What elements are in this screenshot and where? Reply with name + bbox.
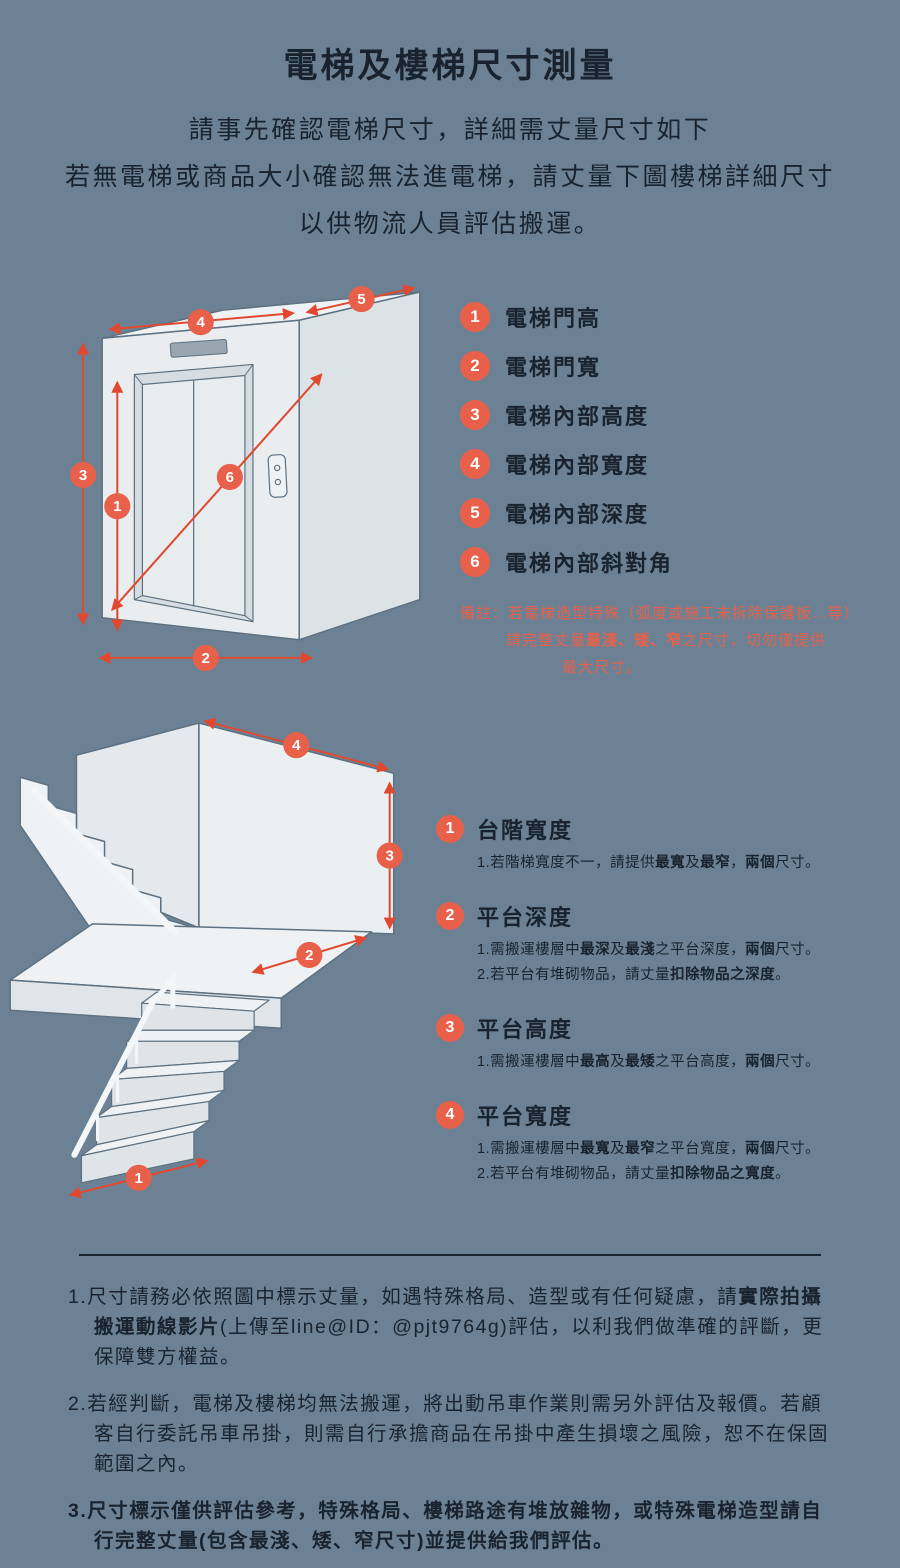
legend-label: 電梯內部寬度 xyxy=(505,452,650,478)
svg-text:4: 4 xyxy=(292,737,301,754)
intro-text: 請事先確認電梯尺寸，詳細需丈量尺寸如下 若無電梯或商品大小確認無法進電梯，請丈量… xyxy=(0,107,900,248)
intro-line-2: 若無電梯或商品大小確認無法進電梯，請丈量下圖樓梯詳細尺寸 xyxy=(64,163,835,191)
elevator-button-panel xyxy=(267,454,288,498)
figure-marker-1: 1 xyxy=(104,493,131,520)
note-line: 請完整丈量最淺、矮、窄之尺寸，切勿僅提供 xyxy=(506,632,827,649)
legend-head: 1 台階寬度 xyxy=(436,813,892,845)
svg-text:3: 3 xyxy=(79,467,87,484)
intro-line-1: 請事先確認電梯尺寸，詳細需丈量尺寸如下 xyxy=(188,116,712,144)
elevator-legend: 1 電梯門高 2 電梯門寬 3 電梯內部高度 4 電梯內部寬度 5 電梯內部深度… xyxy=(460,292,892,681)
figure-marker-2: 2 xyxy=(296,941,323,969)
svg-text:6: 6 xyxy=(226,469,234,486)
figure-marker-4: 4 xyxy=(283,732,310,759)
stairs-legend-item-step-width: 1 台階寬度 1.若階梯寬度不一，請提供最寬及最窄，兩個尺寸。 xyxy=(436,813,892,876)
elevator-legend-item-internal-depth: 5 電梯內部深度 xyxy=(460,488,892,537)
footnote-3: 3.尺寸標示僅供評估參考，特殊格局、樓梯路途有堆放雜物，或特殊電梯造型請自行完整… xyxy=(68,1500,823,1552)
elevator-note: 備註：若電梯造型特殊（弧度或施工未拆除保護板...等） 請完整丈量最淺、矮、窄之… xyxy=(460,600,892,681)
figure-marker-6: 6 xyxy=(216,463,243,491)
svg-text:5: 5 xyxy=(357,291,365,308)
measure-line-diagonal xyxy=(111,373,323,612)
intro-line-3: 以供物流人員評估搬運。 xyxy=(298,210,602,238)
note-line: 備註：若電梯造型特殊（弧度或施工未拆除保護板...等） xyxy=(460,605,860,622)
staircase-illustration: 1 2 3 4 xyxy=(6,707,433,1214)
legend-number-badge: 4 xyxy=(460,448,490,479)
legend-sub-note: 2.若平台有堆砌物品，請丈量扣除物品之寬度。 xyxy=(477,1166,791,1182)
legend-number-badge: 2 xyxy=(460,350,490,381)
legend-sub-note: 1.若階梯寬度不一，請提供最寬及最窄，兩個尺寸。 xyxy=(477,855,821,871)
svg-text:3: 3 xyxy=(385,848,393,865)
legend-sub-note: 1.需搬運樓層中最寬及最窄之平台寬度，兩個尺寸。 xyxy=(477,1141,821,1157)
figure-marker-4: 4 xyxy=(187,309,214,336)
svg-text:1: 1 xyxy=(134,1170,142,1187)
stairs-section: 1 2 3 4 xyxy=(0,707,900,1232)
legend-title: 平台高度 xyxy=(477,1017,574,1042)
svg-text:2: 2 xyxy=(305,947,313,964)
legend-number-badge: 4 xyxy=(436,1101,464,1129)
footnote-2: 2.若經判斷，電梯及樓梯均無法搬運，將出動吊車作業則需另外評估及報價。若顧客自行… xyxy=(68,1393,830,1475)
elevator-display-panel xyxy=(169,339,228,358)
lower-stair-flight xyxy=(80,991,270,1184)
elevator-legend-item-internal-height: 3 電梯內部高度 xyxy=(460,390,892,439)
elevator-diagram: 1 2 3 4 5 xyxy=(70,284,421,671)
stairs-legend-item-platform-depth: 2 平台深度 1.需搬運樓層中最深及最淺之平台深度，兩個尺寸。 2.若平台有堆砌… xyxy=(436,900,892,988)
elevator-illustration: 1 2 3 4 5 xyxy=(70,278,452,680)
legend-head: 2 平台深度 xyxy=(436,900,892,932)
legend-title: 平台寬度 xyxy=(477,1104,574,1129)
legend-number-badge: 6 xyxy=(460,546,490,577)
legend-title: 台階寬度 xyxy=(477,818,574,843)
legend-title: 平台深度 xyxy=(477,905,574,930)
legend-number-badge: 1 xyxy=(436,815,464,843)
handrail xyxy=(30,787,179,1158)
staircase-structure xyxy=(9,722,395,1184)
figure-marker-3: 3 xyxy=(70,461,97,489)
legend-label: 電梯門高 xyxy=(505,305,602,331)
legend-head: 4 平台寬度 xyxy=(436,1099,892,1131)
legend-number-badge: 3 xyxy=(460,399,490,430)
stairs-legend-item-platform-width: 4 平台寬度 1.需搬運樓層中最寬及最窄之平台寬度，兩個尺寸。 2.若平台有堆砌… xyxy=(436,1099,892,1187)
elevator-legend-item-internal-width: 4 電梯內部寬度 xyxy=(460,439,892,488)
legend-sub-note: 1.需搬運樓層中最高及最矮之平台高度，兩個尺寸。 xyxy=(477,1054,821,1070)
elevator-box xyxy=(101,291,421,641)
footnotes: 1.尺寸請務必依照圖中標示丈量，如遇特殊格局、造型或有任何疑慮，請實際拍攝搬運動… xyxy=(68,1282,832,1556)
divider-line xyxy=(79,1254,821,1256)
legend-sub-note: 1.需搬運樓層中最深及最淺之平台深度，兩個尺寸。 xyxy=(477,942,821,958)
legend-number-badge: 1 xyxy=(460,301,490,332)
stairs-legend: 1 台階寬度 1.若階梯寬度不一，請提供最寬及最窄，兩個尺寸。 2 平台深度 1… xyxy=(436,813,892,1211)
elevator-section: 1 2 3 4 5 xyxy=(0,274,900,699)
svg-text:4: 4 xyxy=(197,314,206,331)
legend-number-badge: 3 xyxy=(436,1014,464,1042)
figure-marker-5: 5 xyxy=(348,286,375,313)
legend-number-badge: 5 xyxy=(460,497,490,528)
stairs-legend-item-platform-height: 3 平台高度 1.需搬運樓層中最高及最矮之平台高度，兩個尺寸。 xyxy=(436,1012,892,1075)
staircase-diagram: 1 2 3 4 xyxy=(9,717,403,1199)
footnote-1: 1.尺寸請務必依照圖中標示丈量，如遇特殊格局、造型或有任何疑慮，請實際拍攝搬運動… xyxy=(68,1286,824,1368)
note-line: 最大尺寸。 xyxy=(562,659,643,676)
page-title: 電梯及樓梯尺寸測量 xyxy=(283,47,617,85)
elevator-legend-item-door-height: 1 電梯門高 xyxy=(460,292,892,341)
legend-sub-note: 2.若平台有堆砌物品，請丈量扣除物品之深度。 xyxy=(477,967,791,983)
legend-label: 電梯內部高度 xyxy=(505,403,650,429)
legend-number-badge: 2 xyxy=(436,902,464,930)
legend-label: 電梯門寬 xyxy=(505,354,602,380)
svg-text:2: 2 xyxy=(202,650,210,667)
elevator-legend-item-door-width: 2 電梯門寬 xyxy=(460,341,892,390)
legend-head: 3 平台高度 xyxy=(436,1012,892,1044)
legend-label: 電梯內部深度 xyxy=(505,501,650,527)
legend-label: 電梯內部斜對角 xyxy=(505,550,674,576)
svg-text:1: 1 xyxy=(113,498,121,515)
elevator-legend-item-internal-diagonal: 6 電梯內部斜對角 xyxy=(460,537,892,586)
figure-marker-2: 2 xyxy=(192,644,219,671)
figure-marker-1: 1 xyxy=(125,1164,152,1191)
figure-marker-3: 3 xyxy=(376,842,403,869)
